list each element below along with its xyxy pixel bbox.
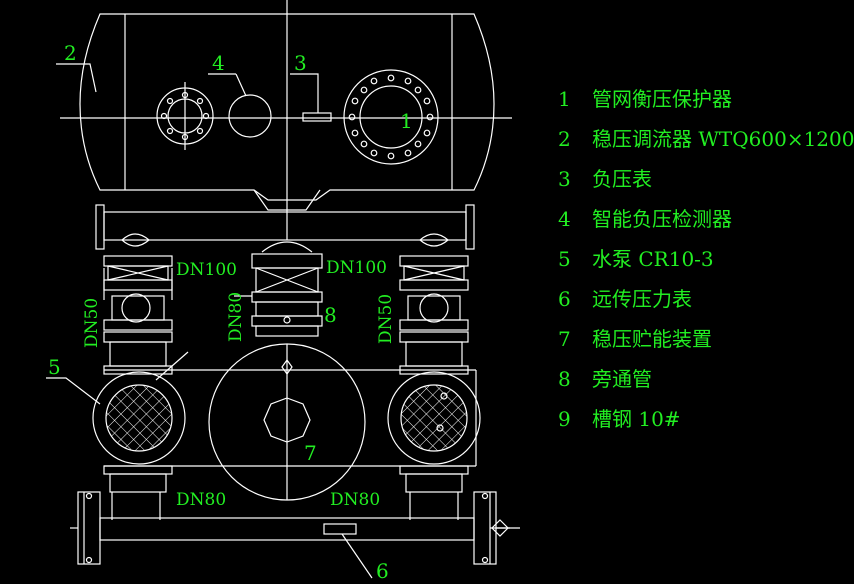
- energy-storage-device: [208, 343, 366, 501]
- legend-text: 稳压贮能装置: [592, 327, 712, 351]
- legend-text: 智能负压检测器: [592, 207, 732, 231]
- legend-item: 1 管网衡压保护器: [558, 84, 842, 124]
- legend-text: 远传压力表: [592, 287, 692, 311]
- label-dn80-vertical: DN80: [226, 292, 246, 342]
- legend-number: 5: [558, 247, 571, 271]
- callout-7: 7: [304, 441, 317, 465]
- legend-item: 9 槽钢 10#: [558, 404, 842, 444]
- remote-pressure-gauge: [323, 523, 357, 535]
- legend-item: 6 远传压力表: [558, 284, 842, 324]
- legend-item: 5 水泵 CR10-3: [558, 244, 842, 284]
- legend-item: 4 智能负压检测器: [558, 204, 842, 244]
- callout-5: 5: [48, 355, 61, 379]
- callout-1: 1: [400, 109, 413, 133]
- legend-number: 1: [558, 87, 571, 111]
- callout-6: 6: [376, 559, 389, 583]
- callout-3: 3: [294, 51, 307, 75]
- callout-leaders: [46, 63, 373, 579]
- negative-pressure-detector: [228, 94, 272, 138]
- right-pump: [387, 371, 481, 465]
- small-flange: [156, 82, 214, 150]
- callout-2: 2: [64, 41, 77, 65]
- label-dn50-right: DN50: [376, 294, 396, 344]
- upper-header: [95, 204, 475, 250]
- legend-text: 管网衡压保护器: [592, 87, 732, 111]
- label-dn100-right: DN100: [326, 258, 387, 278]
- legend-text: 稳压调流器 WTQ600×1200: [592, 127, 854, 151]
- label-dn50-left: DN50: [82, 298, 102, 348]
- label-dn80-bottom-left: DN80: [176, 490, 226, 510]
- legend-number: 9: [558, 407, 571, 431]
- callout-8: 8: [324, 303, 337, 327]
- label-dn80-bottom-right: DN80: [330, 490, 380, 510]
- stabilizer-tank: [60, 0, 512, 240]
- legend-text: 槽钢 10#: [592, 407, 681, 431]
- pipe-network-protector: [343, 69, 439, 165]
- label-dn100-left: DN100: [176, 260, 237, 280]
- legend-number: 3: [558, 167, 571, 191]
- legend-text: 旁通管: [592, 367, 652, 391]
- right-pump-column: [399, 233, 469, 520]
- legend-item: 7 稳压贮能装置: [558, 324, 842, 364]
- legend-text: 水泵 CR10-3: [592, 247, 714, 271]
- legend-number: 2: [558, 127, 571, 151]
- left-pump-column: [103, 233, 173, 520]
- legend-item: 2 稳压调流器 WTQ600×1200: [558, 124, 854, 164]
- negative-pressure-gauge: [302, 112, 332, 122]
- base-channel: [70, 491, 520, 565]
- legend: 1 管网衡压保护器 2 稳压调流器 WTQ600×1200 3 负压表 4 智能负压检测…: [558, 84, 854, 444]
- legend-number: 8: [558, 367, 571, 391]
- legend-item: 8 旁通管: [558, 364, 842, 404]
- left-pump: [92, 371, 186, 465]
- legend-number: 7: [558, 327, 571, 351]
- callout-4: 4: [212, 51, 225, 75]
- bypass-pipe: [251, 241, 323, 337]
- legend-item: 3 负压表: [558, 164, 842, 204]
- tank-nozzle: [253, 189, 321, 211]
- legend-number: 6: [558, 287, 571, 311]
- legend-text: 负压表: [592, 167, 652, 191]
- legend-number: 4: [558, 207, 571, 231]
